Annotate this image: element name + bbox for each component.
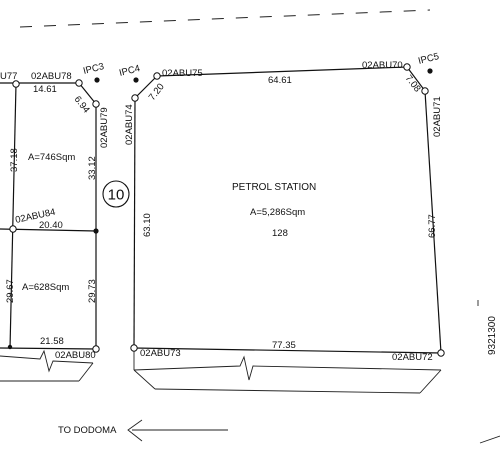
station-north-boundary <box>156 66 408 77</box>
left-road-break-line <box>0 349 94 373</box>
upper-plot-area: A=746Sqm <box>28 152 75 163</box>
beacon-78-marker <box>75 79 83 87</box>
ipc4-marker <box>133 77 139 83</box>
divider-junction-marker <box>93 228 99 234</box>
ipc5-marker <box>427 68 433 74</box>
beacon-71-marker <box>421 87 429 95</box>
dashed-boundary-line <box>19 9 431 28</box>
petrol-station-plot <box>133 66 442 394</box>
station-west-dim: 63.10 <box>142 213 153 237</box>
upper-plot-bottom-dim: 20.40 <box>39 220 63 231</box>
beacon-70-label: 02ABU70 <box>362 60 403 71</box>
beacon-u77-marker <box>12 80 20 88</box>
station-west-boundary <box>133 97 136 349</box>
plot-number: 10 <box>108 187 125 204</box>
beacon-78-label: 02ABU78 <box>31 71 72 82</box>
beacon-74-marker <box>131 94 139 102</box>
upper-plot-west-dim: 37.18 <box>9 148 20 172</box>
plot-number-circle <box>102 180 130 208</box>
lower-plot-west-dim: 29.67 <box>5 279 16 303</box>
station-road-left-chamfer <box>133 369 156 390</box>
station-northeast-corner-dim: 7.08 <box>403 73 423 94</box>
lower-plot-east-dim: 29.73 <box>87 279 98 303</box>
upper-plot-top-dim: 14.61 <box>33 84 57 95</box>
petrol-station-area: A=5,286Sqm <box>250 207 305 218</box>
upper-plot-corner-dim: 6.94 <box>72 94 92 115</box>
beacon-74-label: 02ABU74 <box>124 104 135 145</box>
lower-west-corner-marker <box>7 344 13 350</box>
station-south-boundary <box>133 347 442 354</box>
ipc4-label: IPC4 <box>118 63 141 79</box>
station-south-dim: 77.35 <box>272 340 296 351</box>
beacon-75-label: 02ABU75 <box>162 68 203 79</box>
grid-corner-line <box>479 435 500 444</box>
beacon-73-label: 02ABU73 <box>140 348 181 359</box>
lower-plot-bottom-dim: 21.58 <box>40 336 64 347</box>
petrol-station-title: PETROL STATION <box>232 182 316 193</box>
left-road-chamfer <box>78 362 94 382</box>
station-east-boundary <box>424 90 442 354</box>
beacon-71-label: 02ABU71 <box>432 96 443 137</box>
left-plot-lower <box>0 347 97 382</box>
lower-plot-area: A=628Sqm <box>22 282 69 293</box>
beacon-70-marker <box>403 63 411 71</box>
upper-plot-corner-boundary <box>78 82 97 105</box>
beacon-markers <box>9 63 445 357</box>
beacon-73-marker <box>130 344 138 352</box>
beacon-79-label: 02ABU79 <box>99 107 110 148</box>
ipc-markers <box>7 68 433 350</box>
petrol-station-sub-number: 128 <box>272 228 288 239</box>
beacon-75-marker <box>153 72 161 80</box>
left-plots-west-boundary <box>9 83 17 350</box>
ipc5-label: IPC5 <box>417 51 440 67</box>
lower-plot-bottom-boundary <box>0 347 97 350</box>
station-road-break-line <box>133 355 442 381</box>
ipc3-marker <box>94 77 100 83</box>
station-north-dim: 64.61 <box>268 75 292 86</box>
station-northwest-corner <box>134 75 158 99</box>
beacon-72-marker <box>437 349 445 357</box>
arrow-head <box>127 419 143 442</box>
station-east-dim: 66.77 <box>427 214 438 238</box>
beacon-79-marker <box>92 100 100 108</box>
beacon-72-label: 02ABU72 <box>392 352 433 363</box>
station-road-right-chamfer <box>419 369 442 394</box>
station-road-edge <box>154 388 421 394</box>
beacon-80-marker <box>92 345 100 353</box>
upper-plot-east-dim: 33.12 <box>87 156 98 180</box>
beacon-80-label: 02ABU80 <box>55 350 96 361</box>
station-northwest-corner-dim: 7.20 <box>147 81 167 102</box>
road-direction-label: TO DODOMA <box>58 425 117 436</box>
ipc3-label: IPC3 <box>82 61 105 77</box>
left-arrow-icon <box>127 419 228 442</box>
station-northeast-corner <box>406 66 426 92</box>
beacon-u77-label: U77 <box>0 71 17 82</box>
northing-coordinate-label: 9321300 <box>487 316 498 355</box>
beacon-84-marker <box>9 225 17 233</box>
